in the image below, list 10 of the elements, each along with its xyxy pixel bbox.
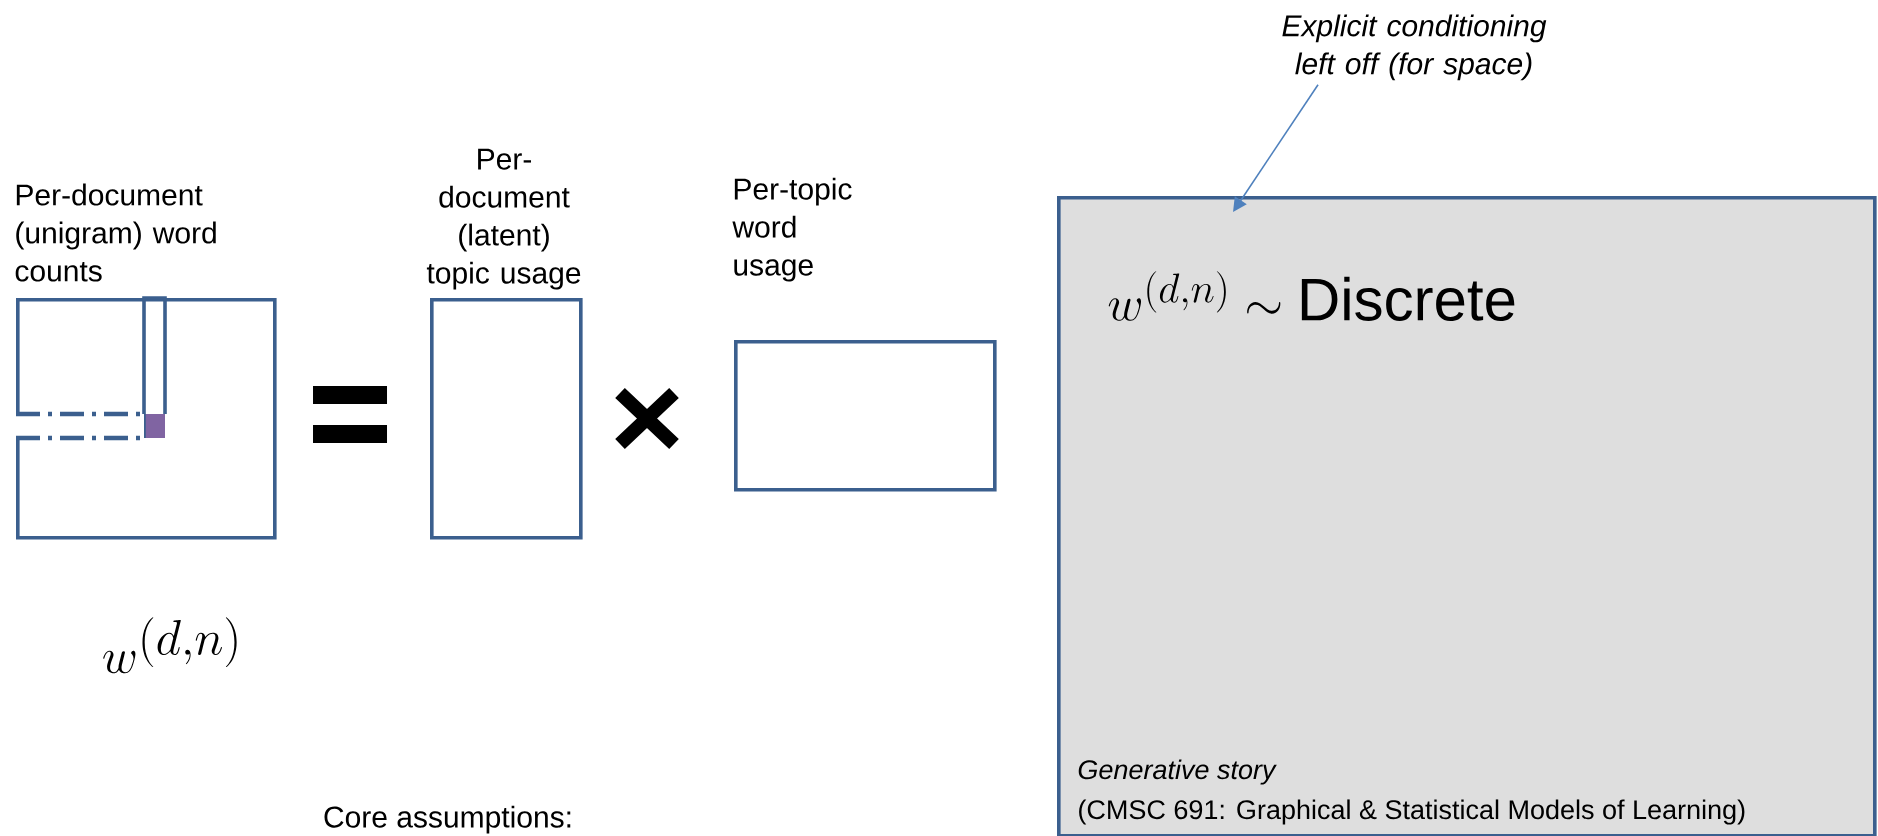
leader-line <box>1233 83 1319 212</box>
heading-text: Per-topic word usage <box>732 177 852 282</box>
formula: $w^{(d,n)}$ <box>103 617 237 674</box>
heading-text: Per-document (unigram) word counts <box>15 183 216 282</box>
heading-text: Per-document (latent) topic usage <box>426 148 581 290</box>
callout-text: Explicit conditioning left off (for space) <box>1282 14 1547 81</box>
heading-text: Core assumptions: <box>324 805 571 834</box>
formula: $w^{(d,n)} \sim \mathrm{Discrete}$ <box>1108 271 1515 321</box>
note-text: Generative story <box>1078 759 1277 785</box>
note-text: (CMSC 691: Graphical & Statistical Models of Learning) <box>1079 799 1745 825</box>
